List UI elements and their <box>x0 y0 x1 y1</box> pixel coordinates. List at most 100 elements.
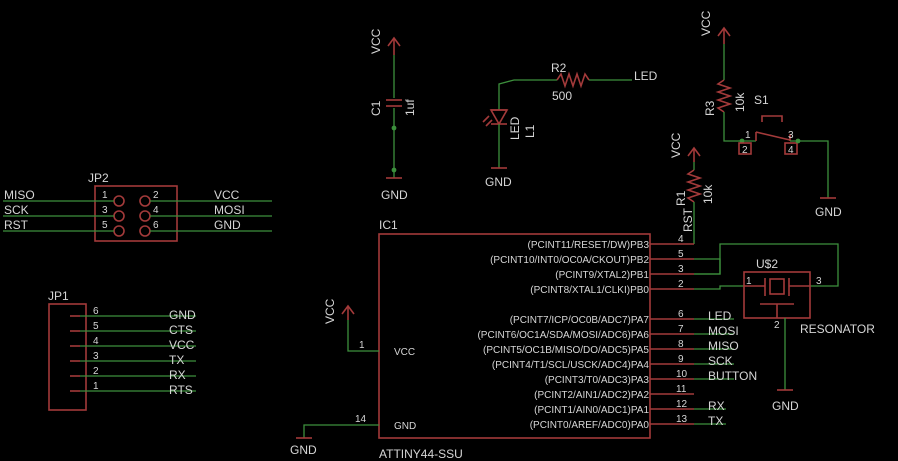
ic1-pin-num-3: 3 <box>678 264 684 275</box>
ic1-net-led: LED <box>708 309 732 323</box>
jp1-num-5: 5 <box>93 321 99 332</box>
led-gnd-label: GND <box>485 175 512 189</box>
ic1-ref: IC1 <box>379 218 398 232</box>
c1-ref: C1 <box>369 100 383 116</box>
jp2-pin-3 <box>113 210 125 222</box>
r1-vcc-label: VCC <box>669 132 683 158</box>
jp1-net-rts: RTS <box>169 383 193 397</box>
ic1-gnd-pin-num: 14 <box>355 414 367 425</box>
jp1-num-2: 2 <box>93 366 99 377</box>
ic1-pin-name-pb2: (PCINT10/INT0/OC0A/CKOUT)PB2 <box>490 255 649 266</box>
jp1-num-4: 4 <box>93 336 99 347</box>
ic1-pin-num-9: 9 <box>678 354 684 365</box>
ic1-pin-num-7: 7 <box>678 324 684 335</box>
jp1-net-cts: CTS <box>169 323 193 337</box>
u2-pin-2: 2 <box>774 320 780 331</box>
jp2-net-vcc: VCC <box>214 188 240 202</box>
ic1-pin-num-13: 13 <box>676 414 688 425</box>
r3-ref: R3 <box>703 100 717 116</box>
jp1-net-tx: TX <box>169 353 184 367</box>
ic1-pin-name-pb3: (PCINT11/RESET/DW)PB3 <box>528 240 650 251</box>
ic1-pin-num-12: 12 <box>676 399 688 410</box>
led-circuit: R2 500 LED LED L1 GND <box>482 61 658 189</box>
jp2-pin-2 <box>139 195 151 207</box>
jp2-pin-6 <box>139 225 151 237</box>
ic1-pin-name-pa7: (PCINT7/ICP/OC0B/ADC7)PA7 <box>510 315 650 326</box>
ic1-pin-name-pa6: (PCINT6/OC1A/SDA/MOSI/ADC6)PA6 <box>477 330 649 341</box>
r3-vcc-label: VCC <box>699 10 713 36</box>
ic1-pin-num-11: 11 <box>676 384 687 395</box>
jp2-header: JP2 MISO SCK RST VCC MOSI GND 1 3 5 2 4 … <box>3 171 272 242</box>
u2-pin-1: 1 <box>746 276 752 287</box>
ic1-net-sck: SCK <box>708 354 733 368</box>
jp2-net-sck: SCK <box>4 203 29 217</box>
ic1-body <box>378 233 651 439</box>
s1-pin-2: 2 <box>742 145 748 156</box>
ic1-pin-name-pa5: (PCINT5/OC1B/MISO/DO/ADC5)PA5 <box>483 345 649 356</box>
jp1-net-vcc: VCC <box>169 338 195 352</box>
ic1-gnd-label: GND <box>290 443 317 457</box>
c1-value: 1uf <box>403 99 417 116</box>
jp2-num-3: 3 <box>102 205 108 216</box>
c1-vcc-label: VCC <box>369 28 383 54</box>
jp2-pin-4 <box>139 210 151 222</box>
s1-ref: S1 <box>754 93 769 107</box>
ic1-pin-num-10: 10 <box>676 369 688 380</box>
jp1-pins <box>70 315 80 392</box>
ic1-vcc-arrow-label: VCC <box>323 298 337 324</box>
s1-pin-3: 3 <box>788 130 794 141</box>
jp2-net-gnd: GND <box>214 218 241 232</box>
ic1-attiny44: IC1 ATTINY44-SSU VCC 1 VCC 14 GND GND <box>290 218 839 461</box>
ic1-vcc-pin-num: 1 <box>359 340 365 351</box>
jp2-net-rst: RST <box>4 218 29 232</box>
button-circuit: VCC R3 10k S1 1 2 3 4 GND <box>699 10 842 219</box>
ic1-pin-name-pa3: (PCINT3/T0/ADC3)PA3 <box>545 375 650 386</box>
jp1-num-6: 6 <box>93 306 99 317</box>
jp1-body <box>48 303 87 411</box>
jp2-num-4: 4 <box>153 205 159 216</box>
ic1-gnd-pin-name: GND <box>394 421 416 432</box>
ic1-value: ATTINY44-SSU <box>379 447 463 461</box>
r1-value: 10k <box>701 184 715 204</box>
u2-gnd-label: GND <box>772 399 799 413</box>
jp1-net-gnd: GND <box>169 308 196 322</box>
c1-capacitor: VCC C1 1uf GND <box>369 28 417 202</box>
r2-ref: R2 <box>551 61 567 75</box>
jp2-num-2: 2 <box>153 190 159 201</box>
r1-ref: R1 <box>674 190 688 206</box>
jp2-pin-1 <box>113 195 125 207</box>
jp2-body <box>94 185 178 242</box>
c1-gnd-label: GND <box>381 188 408 202</box>
ic1-pin-num-5: 5 <box>678 249 684 260</box>
ic1-pin-num-2: 2 <box>678 279 684 290</box>
r1-net-rst: RST <box>681 207 695 232</box>
u2-resonator: U$2 1 2 3 RESONATOR GND <box>743 257 875 413</box>
jp2-num-5: 5 <box>102 220 108 231</box>
jp1-num-3: 3 <box>93 351 99 362</box>
r3-value: 10k <box>733 92 747 112</box>
ic1-pin-num-8: 8 <box>678 339 684 350</box>
ic1-net-rx: RX <box>708 399 725 413</box>
jp2-pin-5 <box>113 225 125 237</box>
ic1-net-button: BUTTON <box>708 369 757 383</box>
jp1-net-rx: RX <box>169 368 186 382</box>
ic1-net-miso: MISO <box>708 339 739 353</box>
ic1-pin-num-6: 6 <box>678 309 684 320</box>
ic1-pin-name-pb0: (PCINT8/XTAL1/CLKI)PB0 <box>530 285 649 296</box>
ic1-pin-num-4: 4 <box>678 234 684 245</box>
jp1-ref: JP1 <box>48 289 69 303</box>
jp2-net-mosi: MOSI <box>214 203 245 217</box>
ic1-vcc-pin-name: VCC <box>394 347 415 358</box>
ic1-pin-name-pa1: (PCINT1/AIN0/ADC1)PA1 <box>534 405 649 416</box>
l1-value: LED <box>508 116 522 140</box>
u2-pin-3: 3 <box>816 276 822 287</box>
r1-pullup: VCC R1 10k RST <box>669 132 715 244</box>
jp2-num-6: 6 <box>153 220 159 231</box>
ic1-net-tx: TX <box>708 414 723 428</box>
r2-net-led: LED <box>634 69 658 83</box>
l1-ref: L1 <box>523 124 537 138</box>
ic1-pin-name-pa4: (PCINT4/T1/SCL/USCK/ADC4)PA4 <box>492 360 650 371</box>
ic1-pin-stubs <box>650 243 694 425</box>
r2-value: 500 <box>552 89 572 103</box>
